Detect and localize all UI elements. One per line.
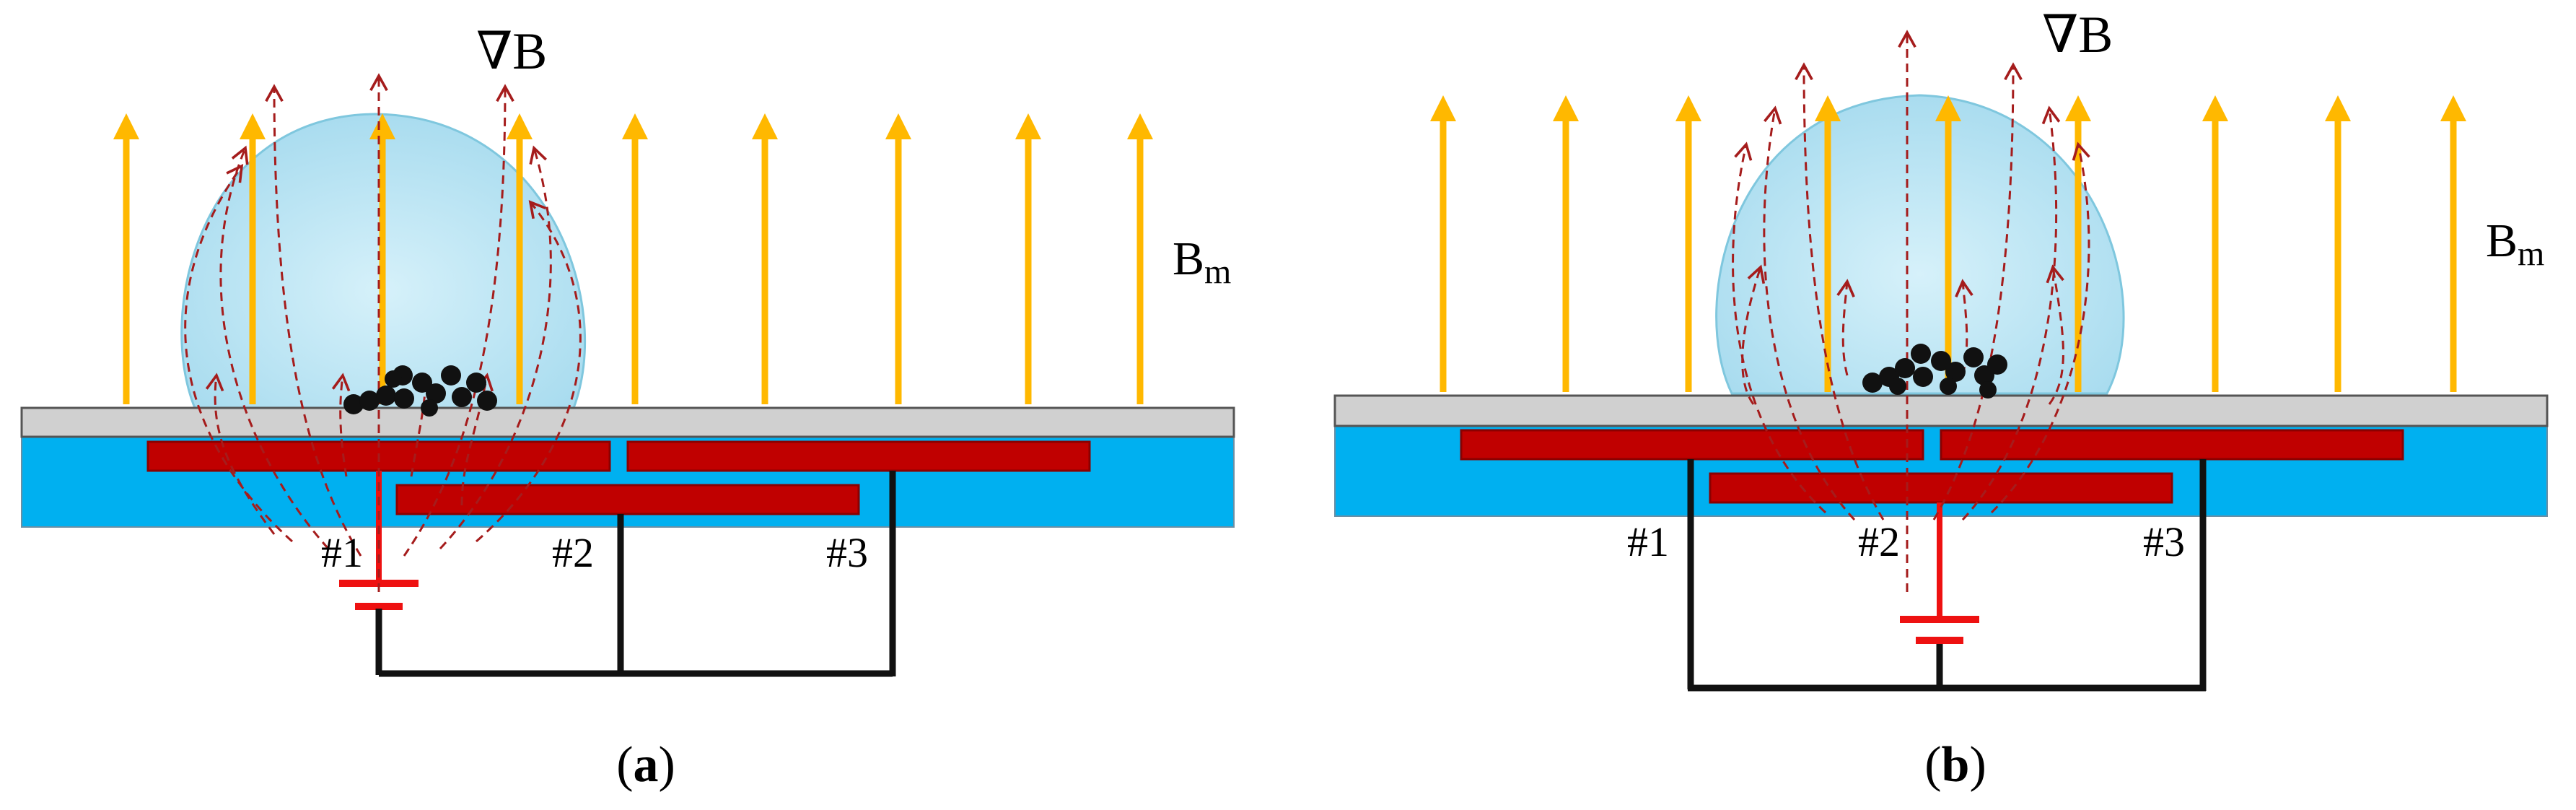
magnetic-particles xyxy=(343,365,497,417)
electrode-label-3-b: #3 xyxy=(2143,518,2185,565)
field-arrows xyxy=(1430,95,2466,392)
caption-a-close: ) xyxy=(659,737,675,793)
caption-b-open: ( xyxy=(1924,737,1941,793)
panel-b: ∇B Bm #1 #2 #3 (b) xyxy=(1333,6,2549,793)
electrode-label-3-a: #3 xyxy=(826,529,868,576)
field-label-main-a: B xyxy=(1173,232,1204,285)
magnetic-particles xyxy=(1862,344,2007,399)
electrode-label-1-b: #1 xyxy=(1627,518,1669,565)
caption-b-close: ) xyxy=(1969,737,1986,793)
droplet xyxy=(1715,94,2125,395)
field-label-b: Bm xyxy=(2486,214,2544,273)
panel-a: ∇B Bm #1 #2 #3 (a) xyxy=(20,22,1235,793)
field-label-main-b: B xyxy=(2486,214,2518,267)
electrode-3 xyxy=(1940,429,2404,461)
cover-plate xyxy=(20,406,1235,438)
electrode-label-2-a: #2 xyxy=(552,529,594,576)
electrode-2 xyxy=(395,484,860,515)
electrode-1 xyxy=(1460,429,1924,461)
electrode-label-1-a: #1 xyxy=(321,529,363,576)
battery xyxy=(1900,502,1979,644)
caption-b-letter: b xyxy=(1942,737,1970,793)
gradient-label-a: ∇B xyxy=(476,22,547,80)
field-label-sub-b: m xyxy=(2518,235,2544,273)
circuit-wires xyxy=(1687,459,2207,692)
caption-a-letter: a xyxy=(634,737,659,793)
field-label-sub-a: m xyxy=(1204,253,1231,291)
field-arrows xyxy=(113,113,1153,404)
gradient-label-b: ∇B xyxy=(2042,6,2113,64)
circuit-wires xyxy=(375,471,896,677)
caption-a: (a) xyxy=(616,737,675,793)
electrode-label-2-b: #2 xyxy=(1858,518,1900,565)
caption-b: (b) xyxy=(1924,737,1986,793)
caption-a-open: ( xyxy=(616,737,633,793)
electrode-3 xyxy=(626,440,1091,472)
field-label-a: Bm xyxy=(1173,232,1231,291)
gradient-field-lines xyxy=(1732,30,2090,592)
electrode-2 xyxy=(1709,472,2173,504)
cover-plate xyxy=(1333,394,2549,427)
